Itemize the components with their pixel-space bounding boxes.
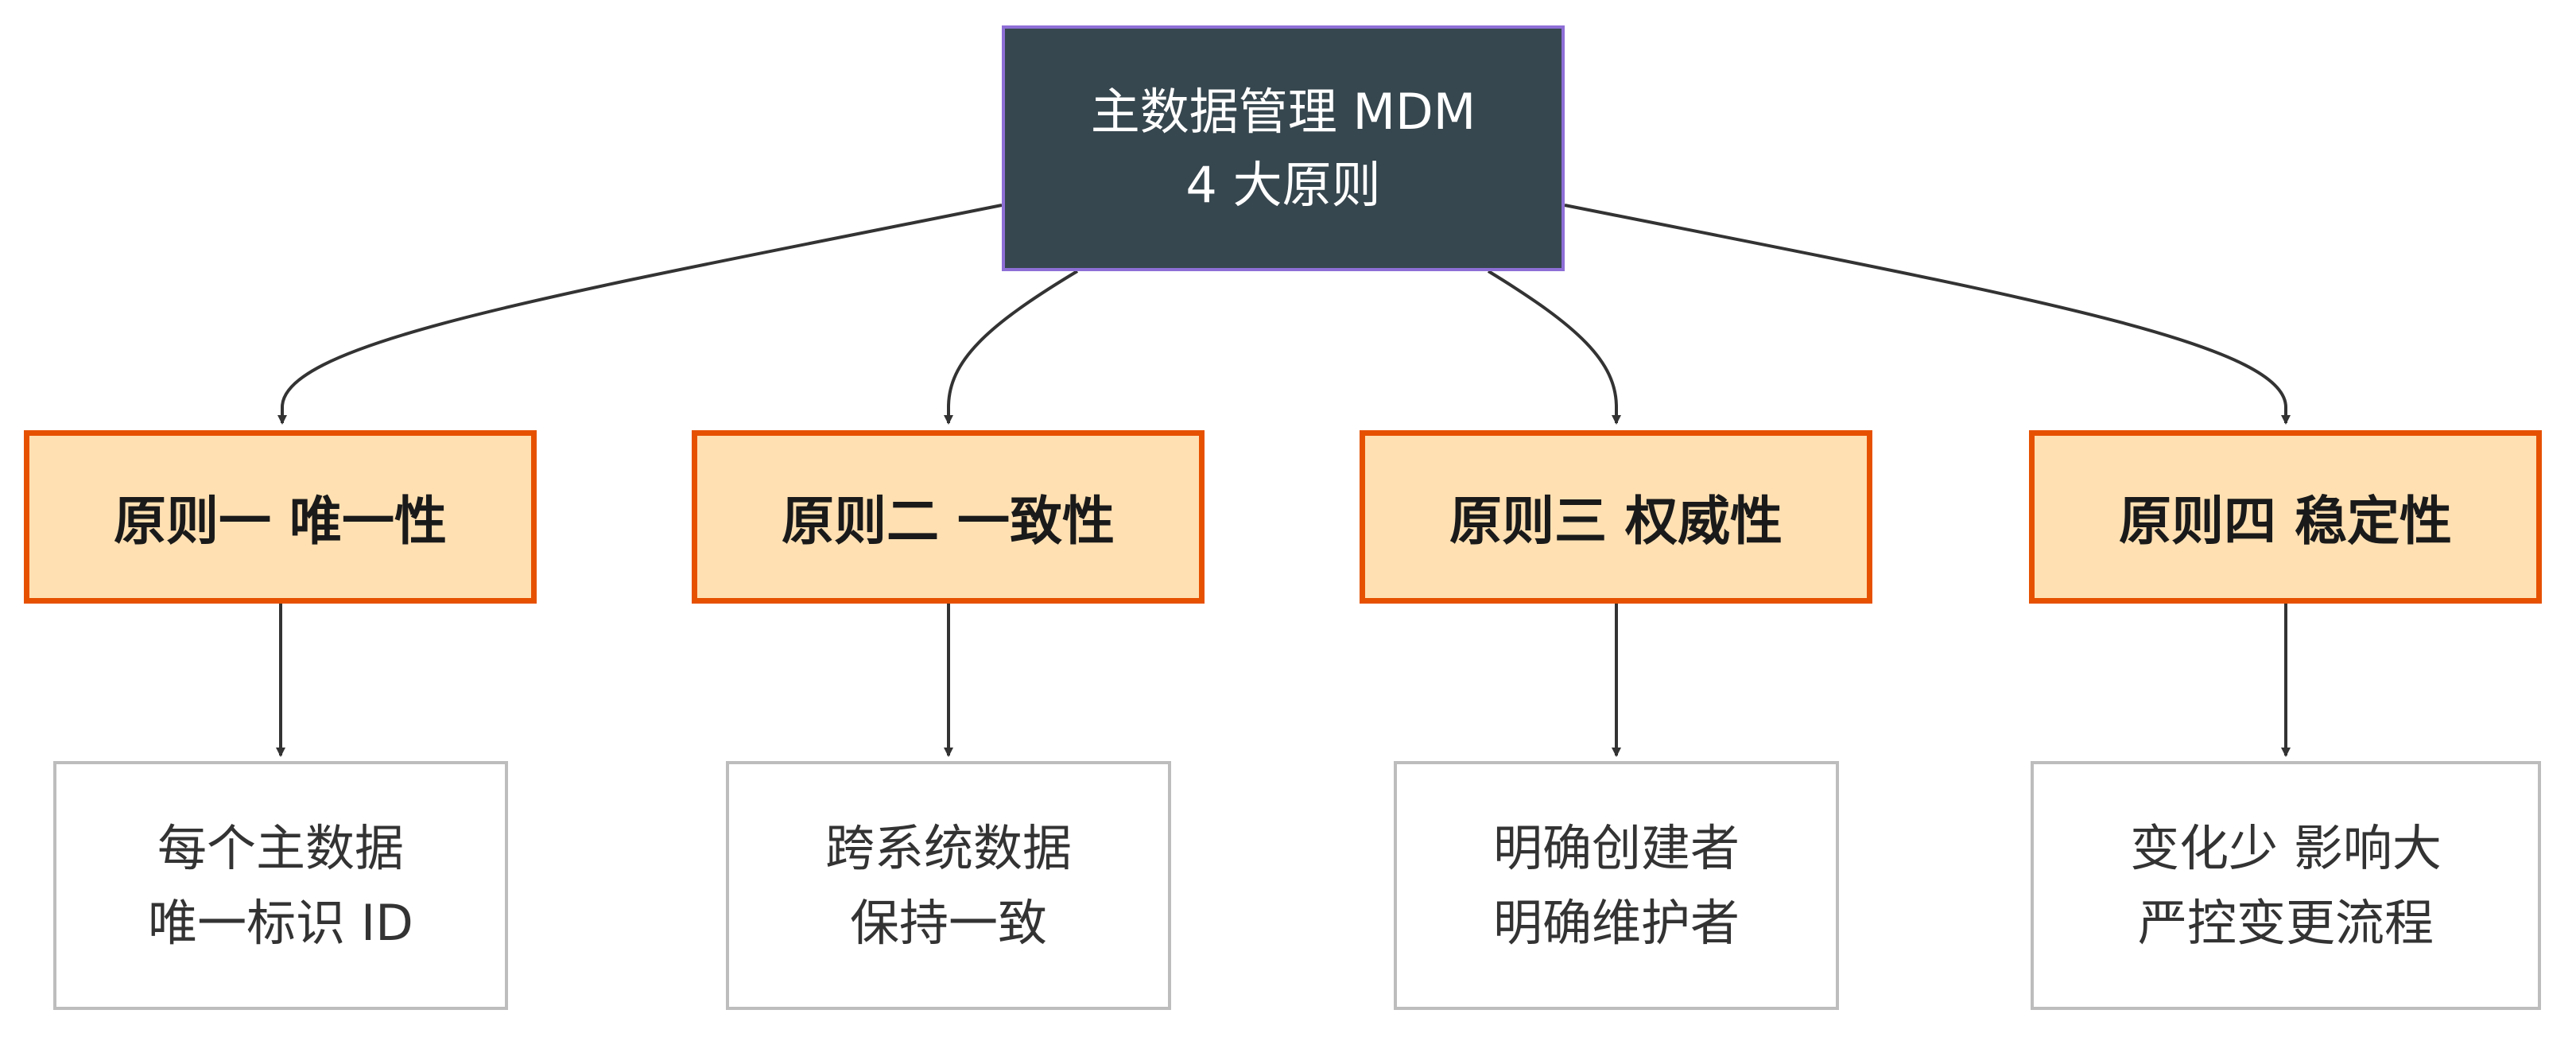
root-node: 主数据管理 MDM 4 大原则 — [1002, 25, 1565, 271]
principle-node-1: 原则一 唯一性 — [24, 430, 537, 604]
edge-root-to-principle-3 — [1487, 270, 1621, 425]
detail-line-1: 变化少 影响大 — [2130, 818, 2442, 877]
detail-node-3: 明确创建者 明确维护者 — [1394, 761, 1839, 1010]
principle-label: 原则二 一致性 — [782, 491, 1115, 552]
detail-node-1: 每个主数据 唯一标识 ID — [53, 761, 508, 1010]
detail-node-2: 跨系统数据 保持一致 — [726, 761, 1171, 1010]
detail-line-2: 保持一致 — [849, 893, 1047, 952]
detail-line-2: 明确维护者 — [1492, 893, 1740, 952]
detail-node-4: 变化少 影响大 严控变更流程 — [2031, 761, 2541, 1010]
detail-line-1: 明确创建者 — [1492, 818, 1740, 877]
principle-node-4: 原则四 稳定性 — [2029, 430, 2542, 604]
root-title-line-2: 4 大原则 — [1185, 155, 1381, 214]
principle-node-2: 原则二 一致性 — [692, 430, 1205, 604]
edge-root-to-principle-4 — [1564, 204, 2291, 425]
detail-line-1: 跨系统数据 — [824, 818, 1072, 877]
root-title-line-1: 主数据管理 MDM — [1090, 82, 1476, 141]
detail-line-2: 严控变更流程 — [2137, 893, 2434, 952]
detail-line-1: 每个主数据 — [157, 818, 404, 877]
principle-node-3: 原则三 权威性 — [1360, 430, 1872, 604]
principle-label: 原则三 权威性 — [1449, 491, 1783, 552]
principle-label: 原则四 稳定性 — [2119, 491, 2452, 552]
detail-line-2: 唯一标识 ID — [148, 893, 413, 952]
edge-root-to-principle-2 — [944, 270, 1079, 425]
edge-root-to-principle-1 — [277, 204, 1003, 425]
principle-label: 原则一 唯一性 — [114, 491, 447, 552]
